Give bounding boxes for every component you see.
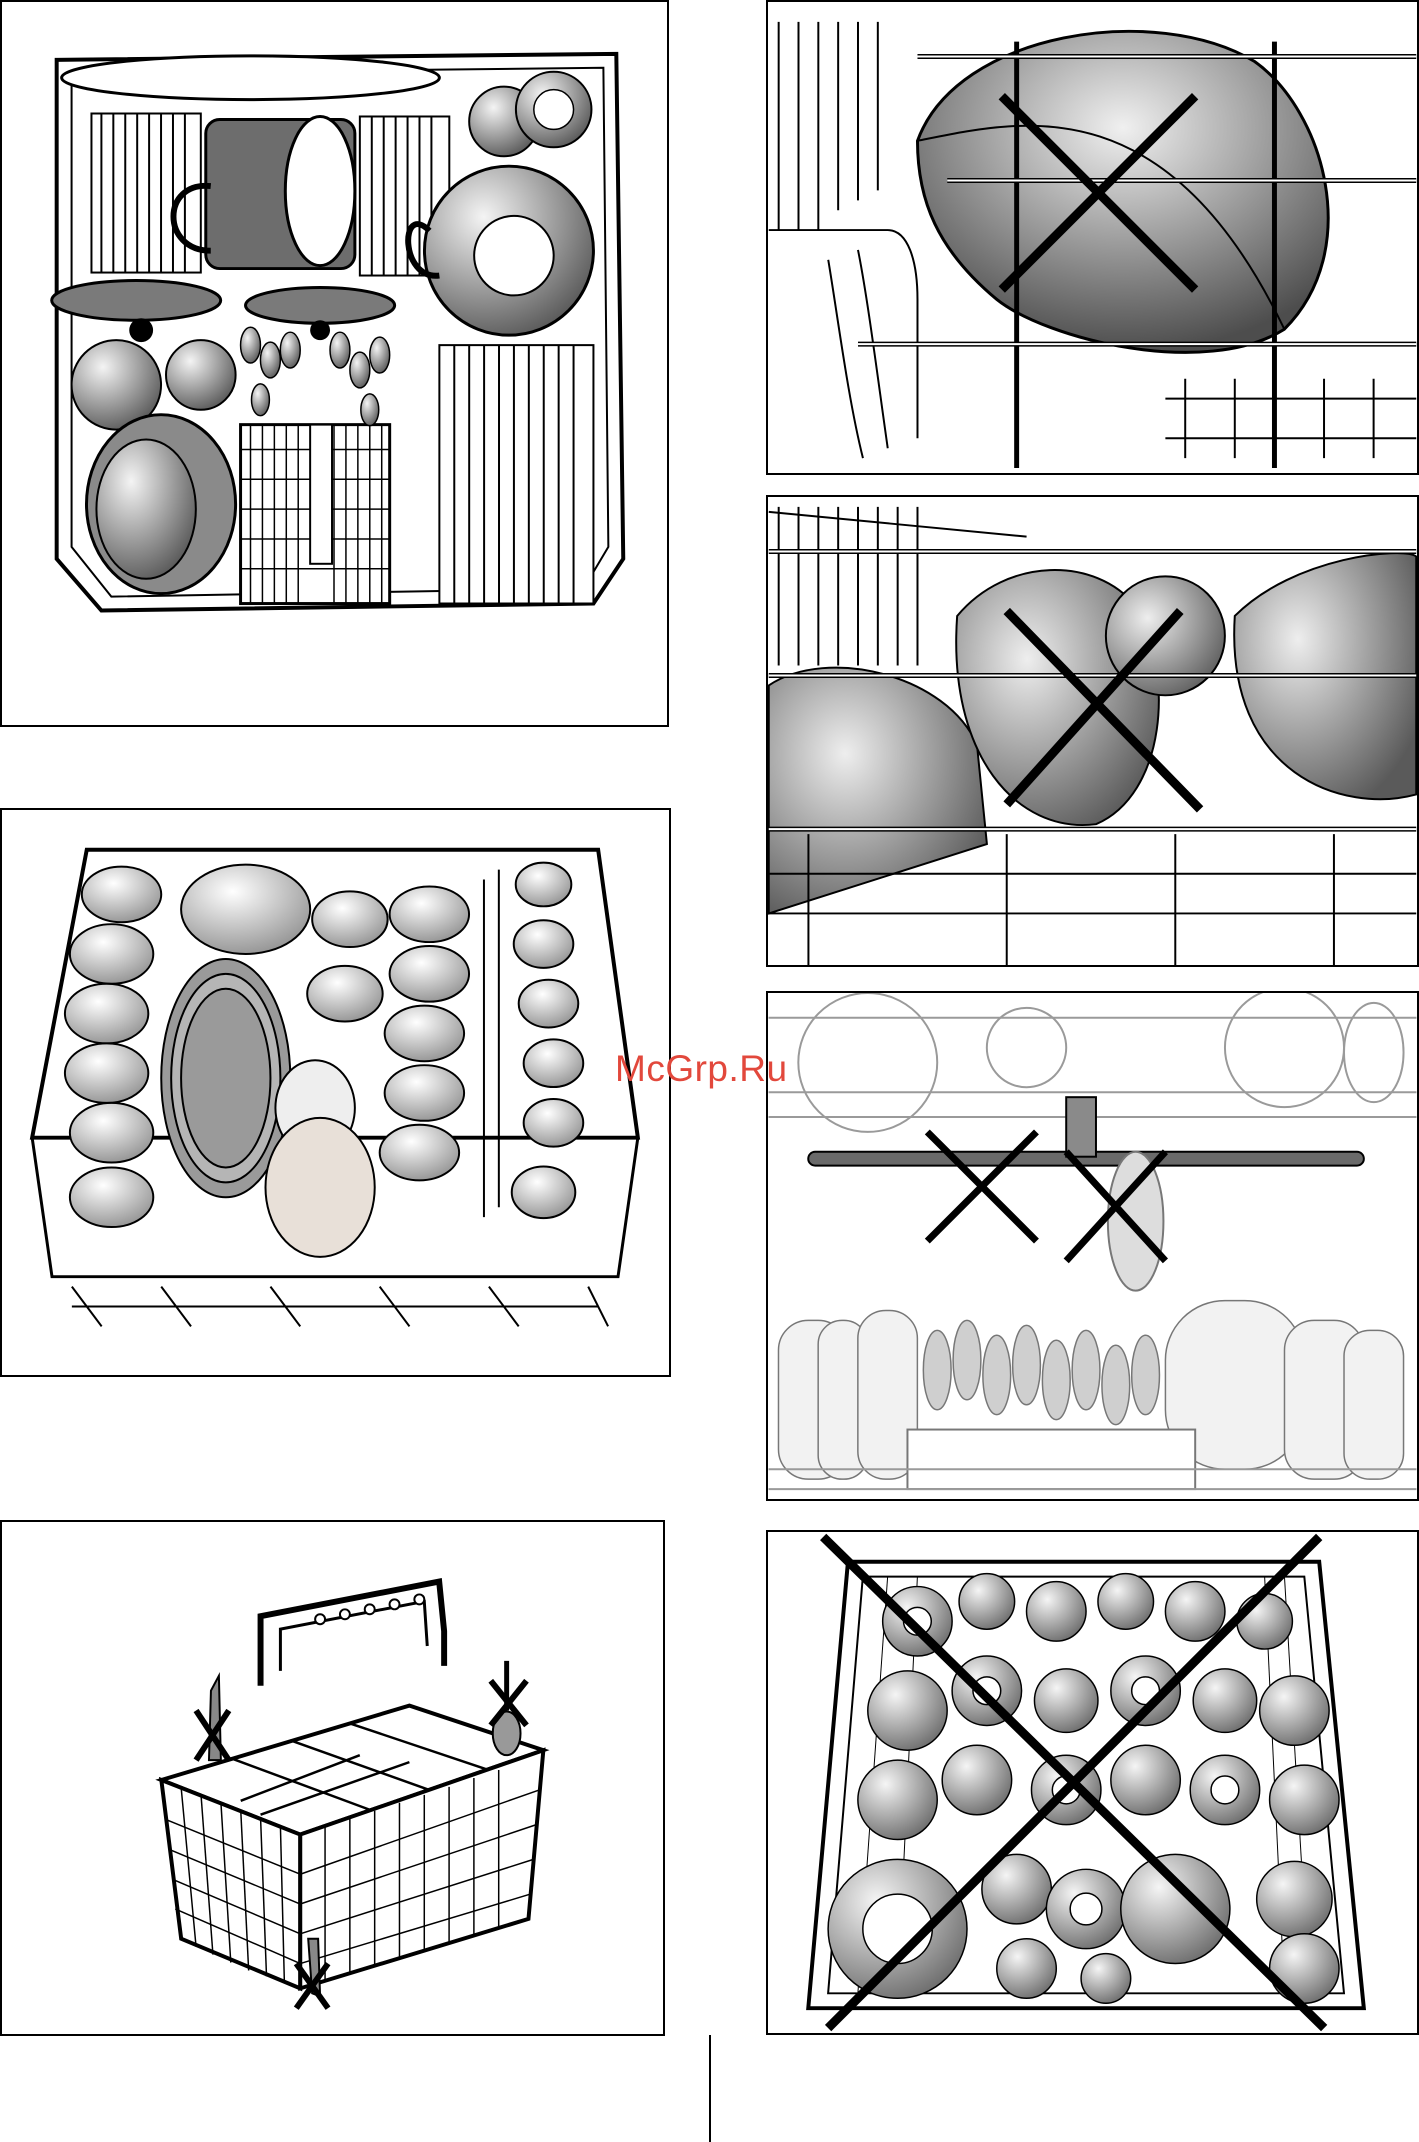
spray-arm-illustration [768, 993, 1417, 1499]
panel-spray-arm-wrong [766, 991, 1419, 1501]
upper-rack-illustration [2, 810, 669, 1375]
panel-cutlery-basket [0, 1520, 665, 2036]
watermark: McGrp.Ru [615, 1048, 788, 1090]
panel-lower-rack [0, 0, 669, 727]
large-bowl-illustration [768, 2, 1417, 473]
panel-upper-rack [0, 808, 671, 1377]
panel-bowls-wrong [766, 495, 1419, 967]
bowls-illustration [768, 497, 1417, 965]
overloaded-rack-illustration [768, 1532, 1417, 2033]
panel-overloaded-wrong [766, 1530, 1419, 2035]
cutlery-basket-illustration [2, 1522, 663, 2034]
page-divider [709, 2035, 711, 2142]
panel-large-bowl-wrong [766, 0, 1419, 475]
lower-rack-illustration [2, 2, 667, 725]
